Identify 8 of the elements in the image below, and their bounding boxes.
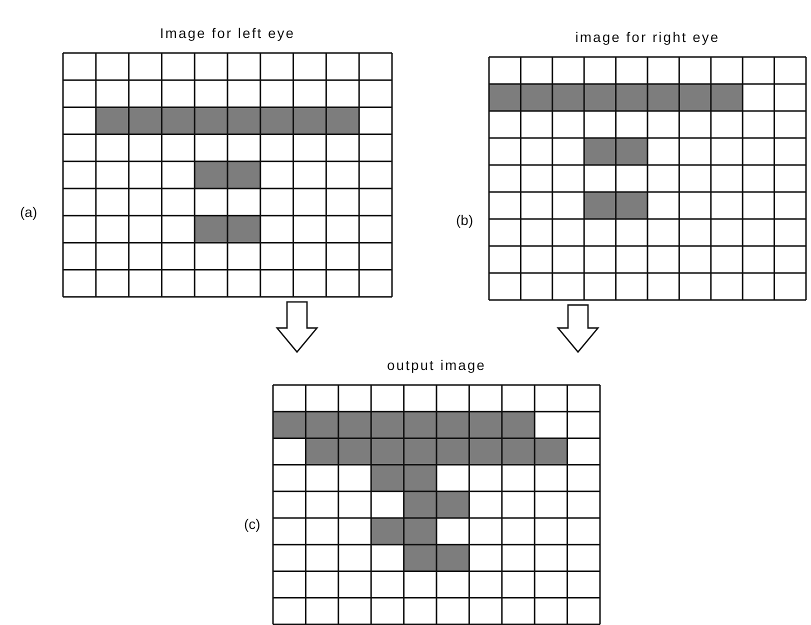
hollow-arrow: [276, 301, 318, 354]
panel-label: (c): [244, 516, 260, 532]
panel-label: (b): [456, 212, 474, 228]
panel-label: (a): [20, 204, 38, 220]
grid-title: image for right eye: [575, 28, 720, 47]
hollow-arrow: [556, 304, 600, 354]
grid-title: Image for left eye: [160, 24, 296, 43]
grid-title: output image: [387, 356, 486, 375]
